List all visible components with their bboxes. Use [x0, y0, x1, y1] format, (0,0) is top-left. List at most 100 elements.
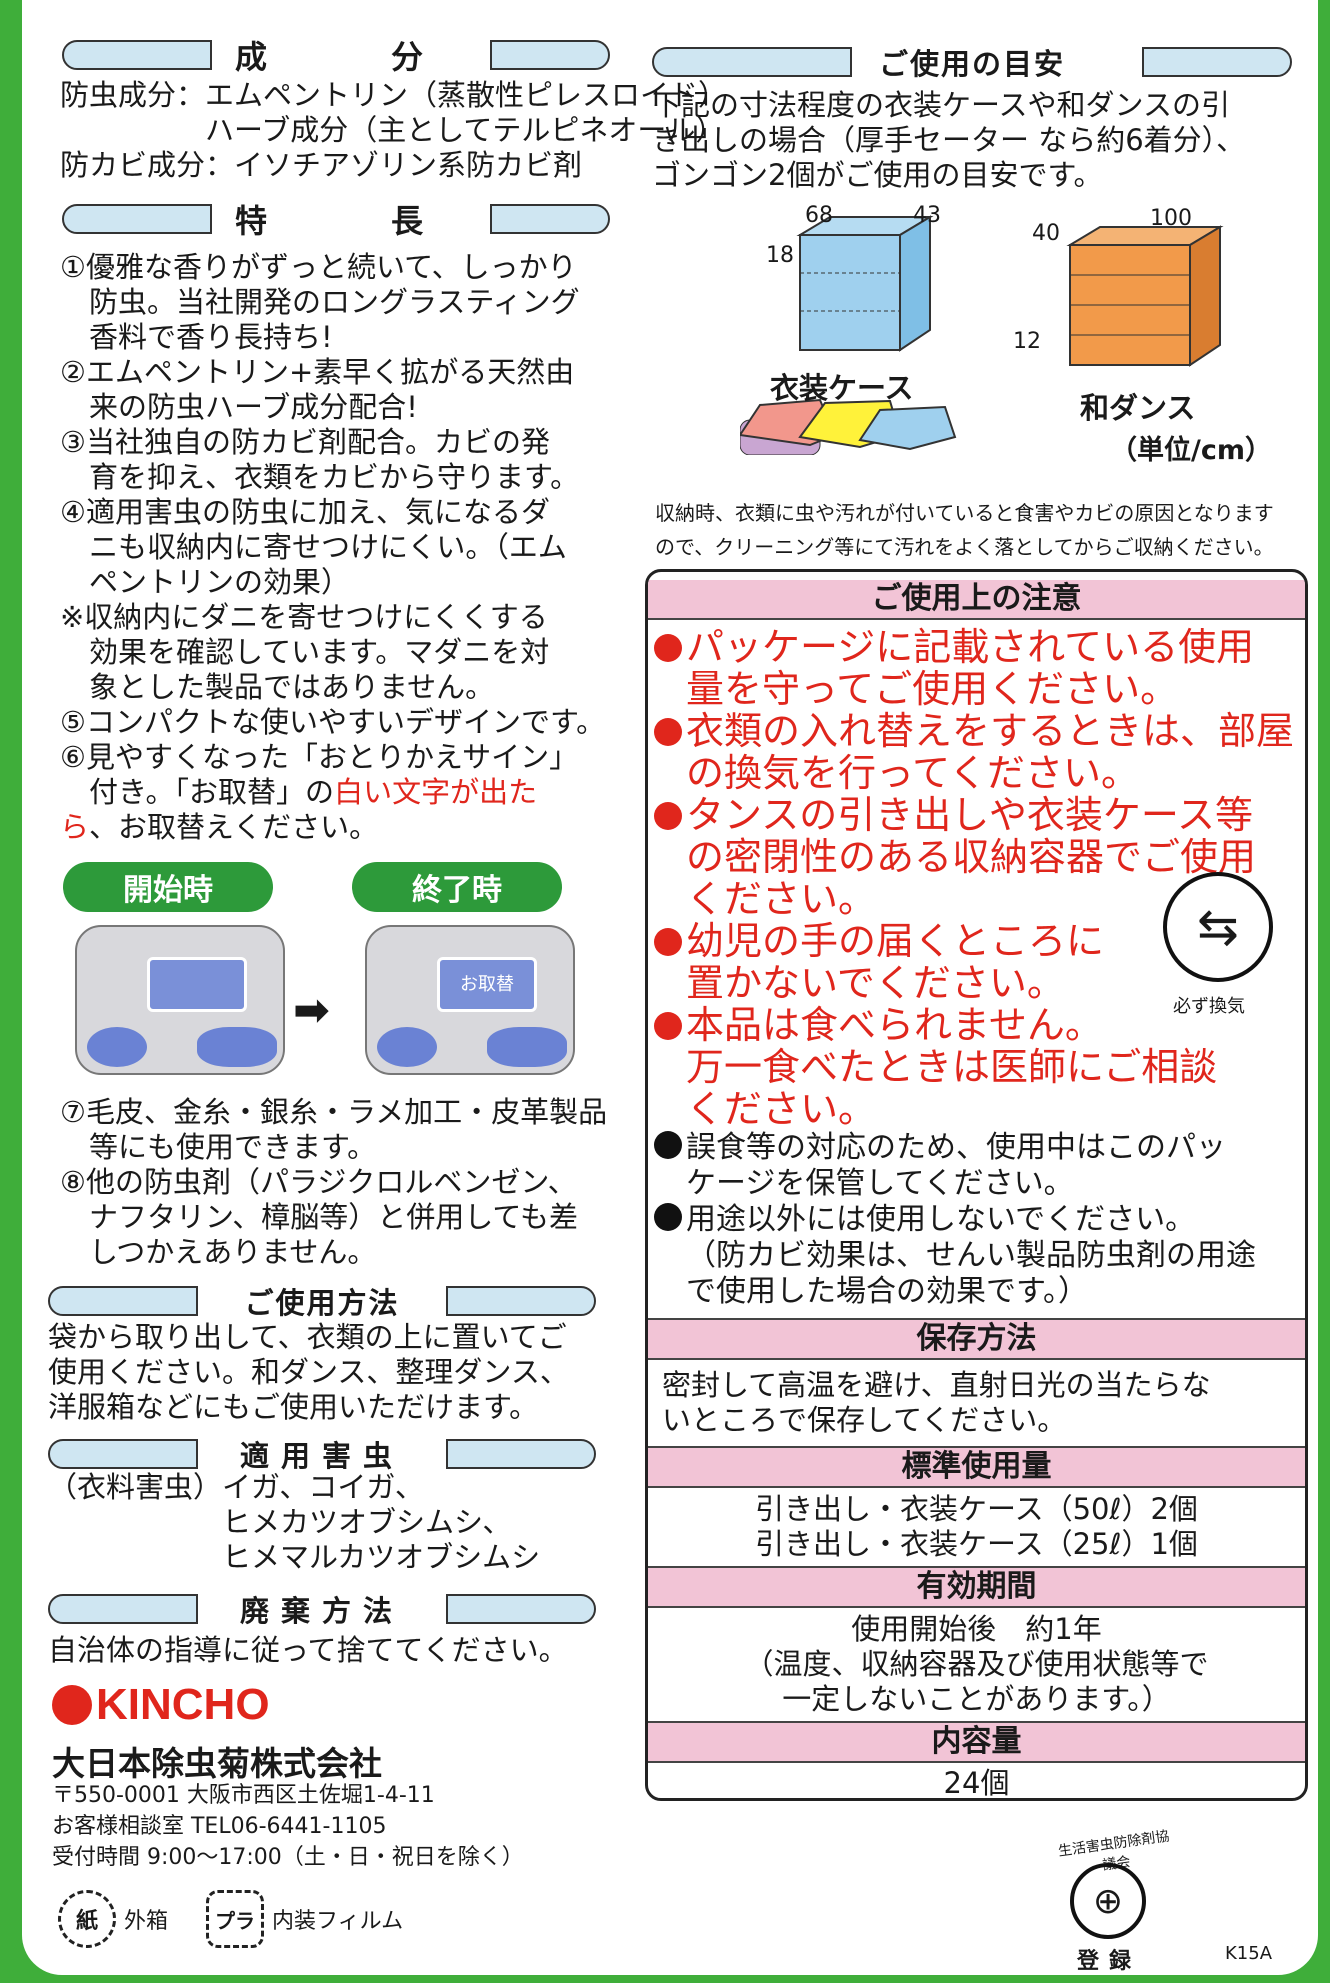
caution-text: の密閉性のある収納容器でご使用 — [686, 835, 1257, 879]
caution-line: 幼児の手の届くところに — [654, 920, 1305, 962]
product-code: K15A — [1225, 1943, 1273, 1964]
case-label: 衣装ケース — [770, 371, 914, 405]
start-label: 開始時 — [63, 862, 273, 912]
caution-text: （防カビ効果は、せんい製品防虫剤の用途 — [686, 1238, 1256, 1273]
feature-tail: 、お取替えください。 — [89, 810, 379, 844]
guide-line-text: ゴンゴン2個がご使用の目安です。 — [652, 158, 1103, 192]
feature-lines: ①優雅な香りがずっと続いて、しっかり 防虫。当社開発のロングラスティング 香料で… — [60, 250, 605, 810]
feature-line-text: ①優雅な香りがずっと続いて、しっかり — [60, 250, 577, 284]
bullet-icon — [654, 1131, 682, 1159]
tansu-illustration — [1066, 225, 1224, 367]
caution-text: 量を守ってご使用ください。 — [686, 667, 1179, 711]
bullet-icon — [654, 844, 682, 872]
feature-line-text: ③当社独自の防カビ剤配合。カビの発 — [60, 425, 550, 459]
header-pill-left — [62, 40, 212, 70]
feature-line: ペントリンの効果） — [60, 565, 605, 600]
feature-line-text: ※収納内にダニを寄せつけにくくする — [60, 600, 548, 634]
caution-text: 幼児の手の届くところに — [686, 919, 1105, 963]
header-pill-right — [446, 1594, 596, 1624]
case-depth: 43 — [913, 203, 941, 228]
bullet-icon — [654, 802, 682, 830]
plastic-recycle-icon: プラ — [206, 1890, 265, 1948]
validity-line-text: （温度、収納容器及び使用状態等で — [744, 1647, 1209, 1681]
arrow-right-icon: ➡ — [293, 985, 330, 1036]
company-name: 大日本除虫菊株式会社 — [52, 1744, 382, 1783]
guide-title: ご使用の目安 — [878, 47, 1065, 81]
usage-line: 使用ください。和ダンス、整理ダンス、 — [48, 1355, 569, 1390]
red-caution-lines: パッケージに記載されている使用量を守ってご使用ください。衣類の入れ替えをするとき… — [654, 626, 1305, 1130]
guide-note-line-text: 収納時、衣類に虫や汚れが付いていると食害やカビの原因となります — [655, 501, 1274, 525]
ingredient-line-text: 防虫成分：エムペントリン（蒸散性ピレスロイド） — [60, 78, 728, 112]
bullet-icon — [654, 1203, 682, 1231]
bullet-icon — [654, 1239, 682, 1267]
storage-lines: 密封して高温を避け、直射日光の当たらないところで保存してください。 — [648, 1360, 1305, 1446]
guide-note-line-text: ので、クリーニング等にて汚れをよく落としてからご収納ください。 — [655, 535, 1274, 559]
ingredients-title-a: 成 — [234, 38, 281, 76]
guide-line-text: 下記の寸法程度の衣装ケースや和ダンスの引 — [652, 88, 1230, 122]
company-info-line-text: お客様相談室 TEL06-6441-1105 — [52, 1814, 387, 1839]
standard-line: 引き出し・衣装ケース（25ℓ）1個 — [648, 1527, 1305, 1562]
bullet-icon — [654, 970, 682, 998]
feature-line: 香料で香り長持ち! — [60, 320, 605, 355]
standard-title: 標準使用量 — [648, 1446, 1305, 1488]
feature-line-text: ナフタリン、樟脳等）と併用しても差 — [60, 1200, 578, 1234]
pests-title: 適用害虫 — [239, 1439, 404, 1473]
guide-header: ご使用の目安 — [652, 43, 1292, 81]
feature-line-end: ら、お取替えください。 — [60, 810, 605, 845]
ingredient-lines: 防虫成分：エムペントリン（蒸散性ピレスロイド） ハーブ成分（主としてテルピネオー… — [60, 78, 727, 183]
caution-text: 万一食べたときは医師にご相談 — [686, 1045, 1218, 1089]
feature-line-text: 香料で香り長持ち! — [60, 320, 333, 354]
usage-line: 洋服箱などにもご使用いただけます。 — [48, 1390, 569, 1425]
caution-line: パッケージに記載されている使用 — [654, 626, 1305, 668]
bullet-icon — [654, 928, 682, 956]
kincho-logo: KINCHO — [52, 1680, 270, 1730]
feature-lines: ⑦毛皮、金糸・銀糸・ラメ加工・皮革製品 等にも使用できます。⑧他の防虫剤（パラジ… — [60, 1095, 607, 1270]
feature-line: ③当社独自の防カビ剤配合。カビの発 — [60, 425, 605, 460]
feature-line: ニも収納内に寄せつけにくい。（エム — [60, 530, 605, 565]
ingredients-header: 成 分 — [62, 36, 610, 76]
black-caution-lines: 誤食等の対応のため、使用中はこのパッケージを保管してください。用途以外には使用し… — [654, 1130, 1305, 1310]
brand-name: KINCHO — [96, 1680, 270, 1729]
feature-line: 効果を確認しています。マダニを対 — [60, 635, 605, 670]
feature-line-text: ⑤コンパクトな使いやすいデザインです。 — [60, 705, 606, 739]
storage-title: 保存方法 — [648, 1318, 1305, 1360]
feature-line: 象とした製品ではありません。 — [60, 670, 605, 705]
caution-line: の換気を行ってください。 — [654, 752, 1305, 794]
case-illustration — [796, 215, 934, 352]
end-label: 終了時 — [352, 862, 562, 912]
pest-line: ヒメカツオブシムシ、 — [48, 1505, 540, 1540]
storage-line: いところで保存してください。 — [662, 1403, 1293, 1438]
company-info-line-text: 受付時間 9:00〜17:00（土・日・祝日を除く） — [52, 1845, 524, 1870]
feature-line-text: 等にも使用できます。 — [60, 1130, 377, 1164]
disposal-title: 廃棄方法 — [239, 1594, 404, 1628]
case-width: 68 — [805, 203, 833, 228]
feature-line-text: 防虫。当社開発のロングラスティング — [60, 285, 580, 319]
feature-line-text: ④適用害虫の防虫に加え、気になるダ — [60, 495, 550, 529]
caution-text: 置かないでください。 — [686, 961, 1065, 1005]
caution-line: ください。 — [654, 878, 1305, 920]
caution-text: タンスの引き出しや衣装ケース等 — [686, 793, 1253, 837]
pest-line-text: ヒメマルカツオブシムシ — [48, 1540, 541, 1574]
header-pill-right — [446, 1439, 596, 1469]
rooster-icon — [52, 1685, 92, 1725]
storage-line-text: いところで保存してください。 — [662, 1403, 1067, 1437]
caution-box: ご使用上の注意 パッケージに記載されている使用量を守ってご使用ください。衣類の入… — [645, 569, 1308, 1801]
guide-note-lines: 収納時、衣類に虫や汚れが付いていると食害やカビの原因となりますので、クリーニング… — [655, 496, 1274, 564]
replace-sign: お取替 — [437, 957, 537, 1012]
caution-line: 誤食等の対応のため、使用中はこのパッ — [654, 1130, 1305, 1166]
bullet-icon — [654, 1096, 682, 1124]
device-start-image — [75, 925, 285, 1075]
features-title-a: 特 — [234, 202, 281, 240]
device-end-image: お取替 — [365, 925, 575, 1075]
registration-seal: 生活害虫防除剤協議会 ⊕ 登録 — [1035, 1825, 1185, 1975]
feature-line-text: ペントリンの効果） — [60, 565, 351, 599]
tansu-label: 和ダンス — [1080, 391, 1196, 425]
ventilation-icon: ⇆ — [1163, 872, 1273, 982]
validity-line: 使用開始後 約1年 — [648, 1612, 1305, 1647]
feature-line-text: ⑥見やすくなった「おとりかえサイン」 — [60, 740, 579, 774]
caution-text: で使用した場合の効果です。） — [686, 1274, 1088, 1309]
feature-line-text: しつかえありません。 — [60, 1235, 377, 1269]
pest-line-text: ヒメカツオブシムシ、 — [48, 1505, 512, 1539]
feature-line-text: 象とした製品ではありません。 — [60, 670, 495, 704]
